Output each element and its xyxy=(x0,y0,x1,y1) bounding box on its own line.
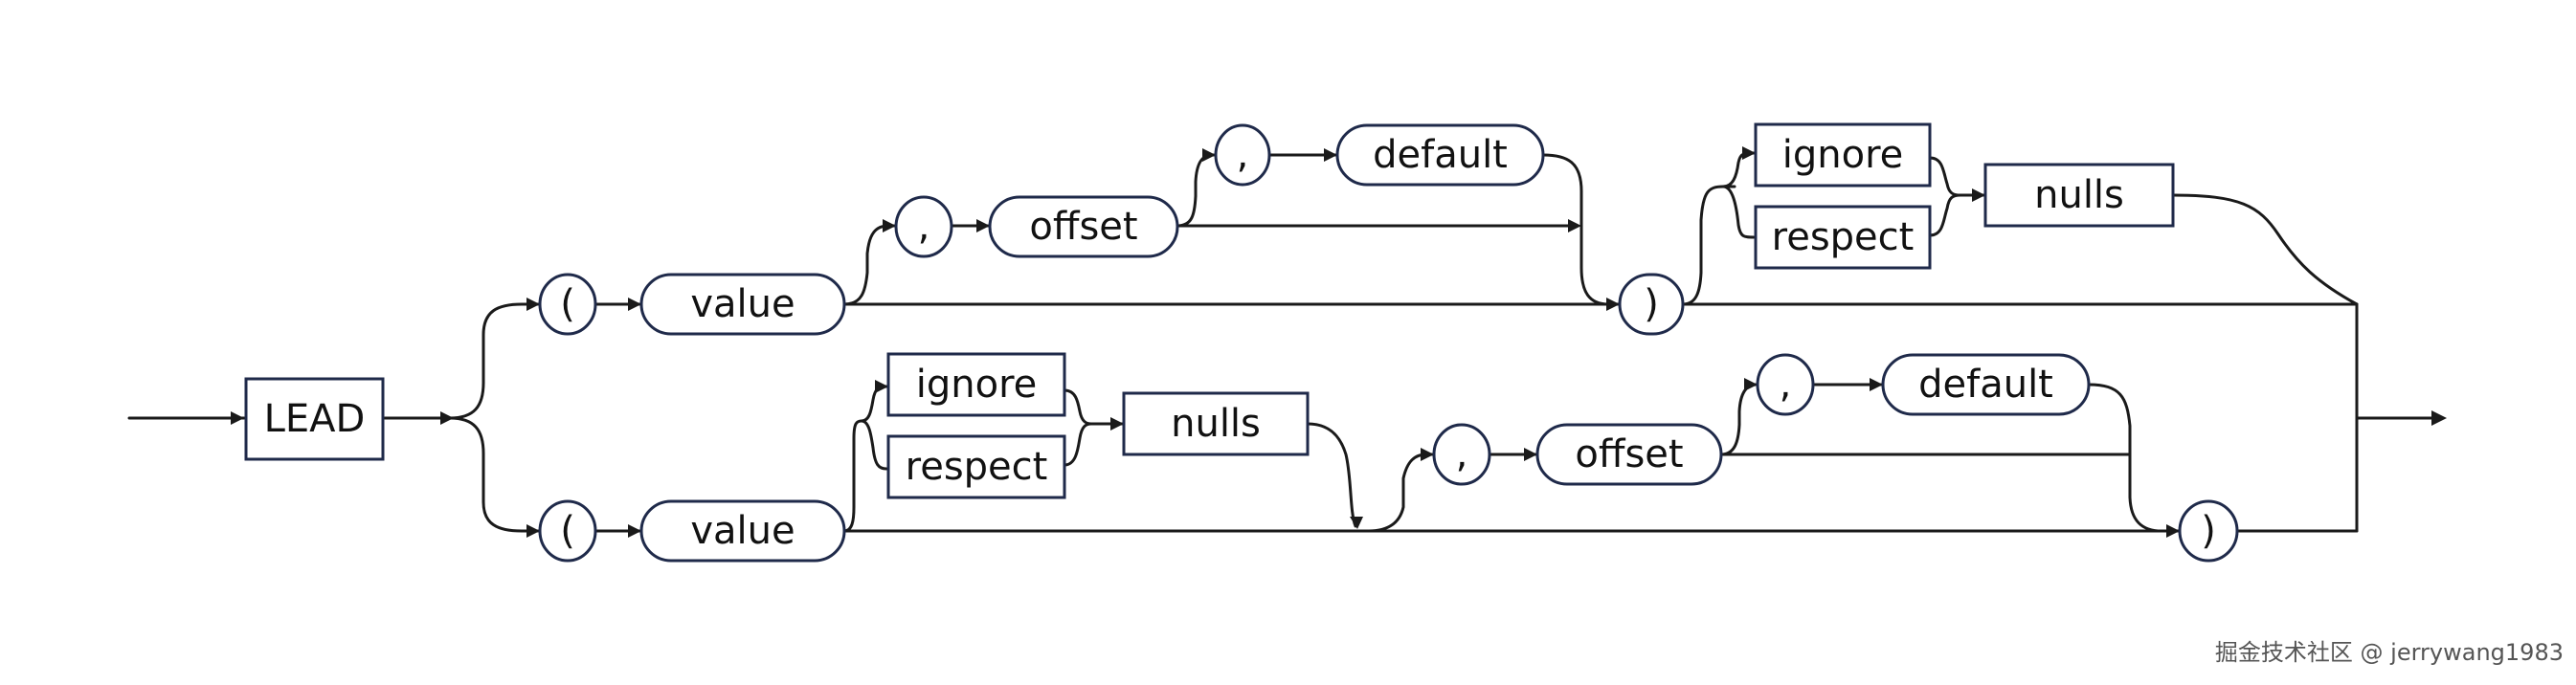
lower-nulls-label: nulls xyxy=(1171,402,1261,446)
upper-open-paren-node: ( xyxy=(538,273,597,336)
lower-value-label: value xyxy=(690,509,795,553)
watermark-text: 掘金技术社区 @ jerrywang1983 xyxy=(2215,639,2564,666)
upper-comma-1-node: , xyxy=(894,195,953,258)
connector-lines xyxy=(127,151,2443,533)
upper-default-node: default xyxy=(1335,123,1545,187)
lower-respect-node: respect xyxy=(886,434,1066,499)
upper-value-node: value xyxy=(639,273,846,336)
upper-close-paren-node: ) xyxy=(1618,273,1685,336)
lower-value-node: value xyxy=(639,499,846,563)
upper-comma-2-label: , xyxy=(1237,133,1249,177)
upper-close-paren-label: ) xyxy=(1644,282,1659,326)
lower-close-paren-label: ) xyxy=(2201,509,2216,553)
upper-open-paren-label: ( xyxy=(560,282,575,326)
lower-ignore-node: ignore xyxy=(886,352,1066,417)
upper-respect-label: respect xyxy=(1772,215,1915,259)
lower-offset-label: offset xyxy=(1575,432,1683,476)
arrowheads xyxy=(231,146,2447,538)
lower-open-paren-node: ( xyxy=(538,499,597,563)
lower-comma-2-node: , xyxy=(1756,353,1815,416)
lead-keyword-node: LEAD xyxy=(244,377,385,461)
upper-offset-node: offset xyxy=(988,195,1179,258)
upper-comma-2-node: , xyxy=(1214,123,1271,187)
lead-keyword-label: LEAD xyxy=(264,397,366,441)
lower-ignore-label: ignore xyxy=(916,363,1038,407)
upper-nulls-node: nulls xyxy=(1983,163,2175,228)
upper-ignore-node: ignore xyxy=(1754,122,1932,188)
lower-respect-label: respect xyxy=(906,445,1048,489)
lower-comma-1-label: , xyxy=(1456,432,1468,476)
lower-close-paren-node: ) xyxy=(2178,499,2239,563)
upper-default-label: default xyxy=(1373,133,1508,177)
upper-respect-node: respect xyxy=(1754,205,1932,270)
lower-comma-1-node: , xyxy=(1432,423,1491,486)
lower-open-paren-label: ( xyxy=(560,509,575,553)
lower-default-label: default xyxy=(1918,363,2053,407)
lower-nulls-node: nulls xyxy=(1122,391,1310,456)
upper-nulls-label: nulls xyxy=(2034,173,2124,217)
lower-comma-2-label: , xyxy=(1780,363,1792,407)
upper-value-label: value xyxy=(690,282,795,326)
upper-ignore-label: ignore xyxy=(1782,133,1904,177)
lower-default-node: default xyxy=(1881,353,2091,416)
lower-offset-node: offset xyxy=(1535,423,1723,486)
upper-comma-1-label: , xyxy=(918,205,930,249)
upper-offset-label: offset xyxy=(1029,205,1137,249)
